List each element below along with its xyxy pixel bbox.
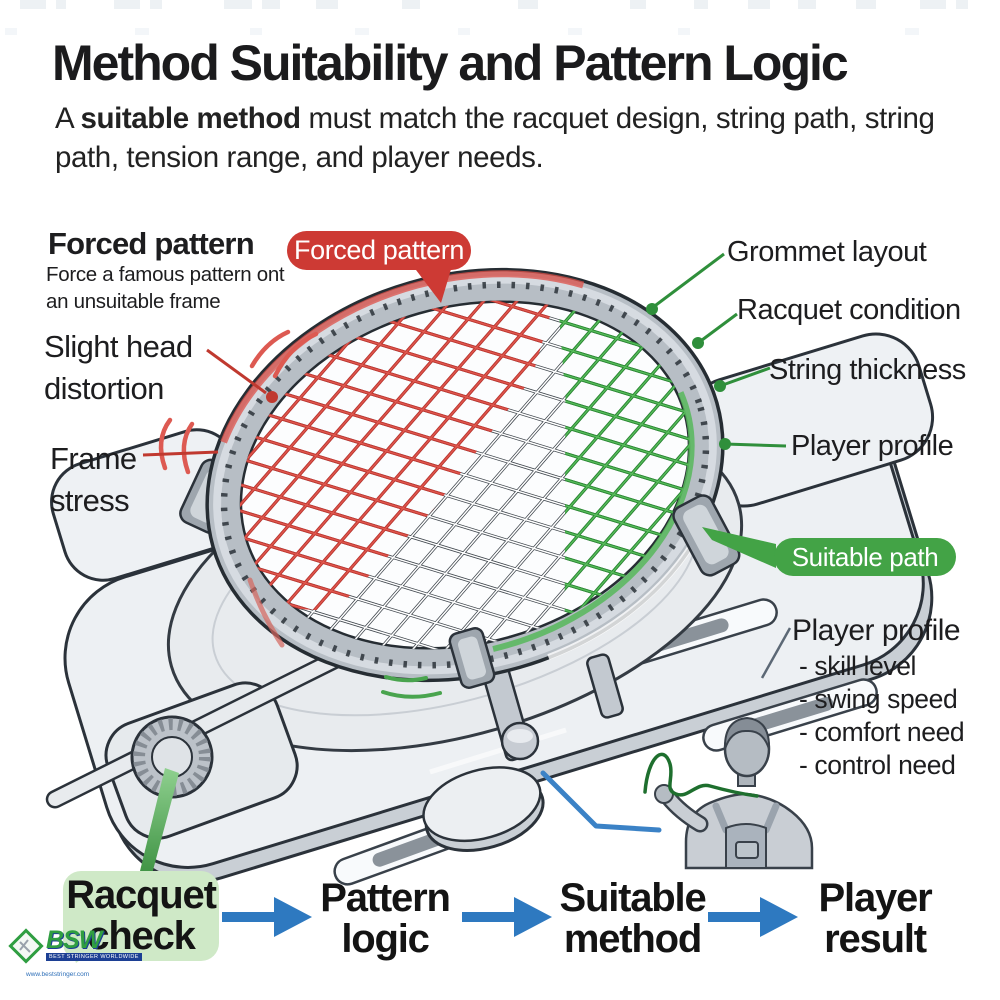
player-profile-item: - swing speed [799,684,958,714]
bsw-logo-icon [8,928,44,964]
suitable-path-badge: Suitable path [774,538,956,576]
flow-step-racquet-check: Racquet check [63,871,219,961]
callout-string-thickness: String thickness [769,354,966,386]
subtitle: A suitable method must match the racquet… [55,102,935,174]
center-support-tower [422,648,624,852]
flow-arrow-icon [462,893,554,941]
top-edge-marks-row2 [5,28,919,35]
leader-lines [142,252,792,833]
player-profile-leader [760,627,792,679]
suitable-path-badge-tail [702,527,776,568]
flow-step-player-result: Player result [818,876,933,961]
callout-forced-pattern-heading: Forced pattern [48,226,255,261]
page-title: Method Suitability and Pattern Logic [52,35,849,91]
player-profile-heading: Player profile [792,614,961,647]
bottom-frame-clamp [448,627,496,689]
bsw-logo-tagline: BEST STRINGER WORLDWIDE [46,953,142,961]
flow-step-pattern-logic: Pattern logic [320,876,451,961]
frame-stress-red-glow [220,270,585,444]
stress-swooshes [158,329,442,699]
bsw-logo: BSW BEST STRINGER WORLDWIDE [8,928,142,964]
callout-frame-stress: Frame stress [50,441,137,518]
knurled-knob [130,715,214,799]
callout-grommet-layout: Grommet layout [727,236,927,268]
callout-forced-pattern-description: Force a famous pattern ont an unsuitable… [46,263,285,313]
forced-pattern-badge: Forced pattern [287,231,471,270]
stringer-person [643,716,814,870]
callout-slight-head-distortion: Slight head distortion [44,329,193,406]
flow-arrow-icon [222,893,314,941]
bsw-logo-name: BSW [46,926,102,954]
racquet-check-pointer [140,768,179,874]
callout-racquet-condition: Racquet condition [737,294,961,326]
suitable-path-green-edge [492,391,695,652]
player-profile-item: - control need [799,750,956,780]
flow-arrow-icon [708,893,800,941]
tension-head [45,649,346,840]
flow-step-suitable-method: Suitable method [559,876,707,961]
blue-leader [540,770,662,833]
right-frame-clamp [672,494,741,577]
string-in-hand [643,752,759,798]
grommet-ring [220,281,710,669]
forced-pattern-badge-tail [413,266,452,303]
player-profile-item: - skill level [799,651,917,681]
player-profile-item: - comfort need [799,717,965,747]
top-edge-marks [20,0,968,9]
callout-player-profile: Player profile [791,430,954,462]
bsw-logo-url: www.beststringer.com [26,971,90,978]
